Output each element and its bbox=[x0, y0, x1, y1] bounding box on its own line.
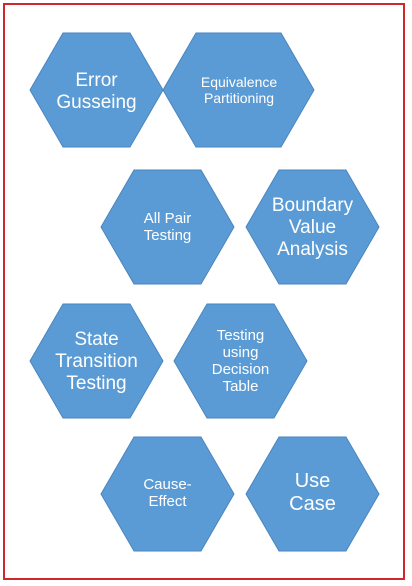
hex-cause-effect bbox=[100, 436, 235, 552]
label-testing-decision-table: Testing using Decision Table bbox=[211, 326, 270, 396]
label-state-transition-testing: State Transition Testing bbox=[55, 329, 138, 394]
label-use-case: Use Case bbox=[289, 470, 336, 515]
hex-equivalence-partitioning bbox=[162, 32, 315, 148]
label-equivalence-partitioning: Equivalence Partitioning bbox=[200, 73, 278, 106]
hex-use-case bbox=[245, 436, 380, 552]
label-cause-effect: Cause- Effect bbox=[143, 475, 192, 510]
label-boundary-value-analysis: Boundary Value Analysis bbox=[271, 195, 354, 260]
hex-boundary-value-analysis bbox=[245, 169, 380, 285]
hex-state-transition-testing bbox=[29, 303, 164, 419]
hex-testing-decision-table bbox=[173, 303, 308, 419]
hex-all-pair-testing bbox=[100, 169, 235, 285]
label-error-guessing: Error Gusseing bbox=[56, 70, 137, 113]
label-all-pair-testing: All Pair Testing bbox=[143, 209, 192, 244]
